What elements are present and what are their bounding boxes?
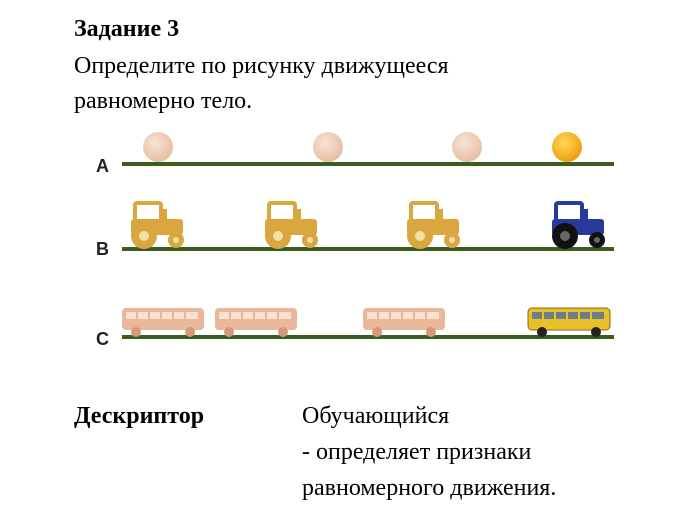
ball-current [552,132,582,162]
row-label-a: A [96,156,109,176]
row-label-b: B [96,239,109,259]
descriptor-label: Дескриптор [74,403,204,430]
bus-position-1 [122,308,204,337]
row-label-c: C [96,329,109,349]
bus-position-3 [363,308,445,337]
ball-position-3 [452,132,482,162]
motion-figure: A B C [0,0,684,400]
descriptor-line3: равномерного движения. [302,475,556,502]
descriptor-line2: - определяет признаки [302,439,531,466]
bus-position-2 [215,308,297,337]
tractor-position-1 [131,203,184,249]
tractor-current [552,203,605,249]
tractor-position-3 [407,203,460,249]
tractor-position-2 [265,203,318,249]
bus-current [528,308,610,337]
ball-position-2 [313,132,343,162]
descriptor-line1: Обучающийся [302,403,449,430]
ball-position-1 [143,132,173,162]
